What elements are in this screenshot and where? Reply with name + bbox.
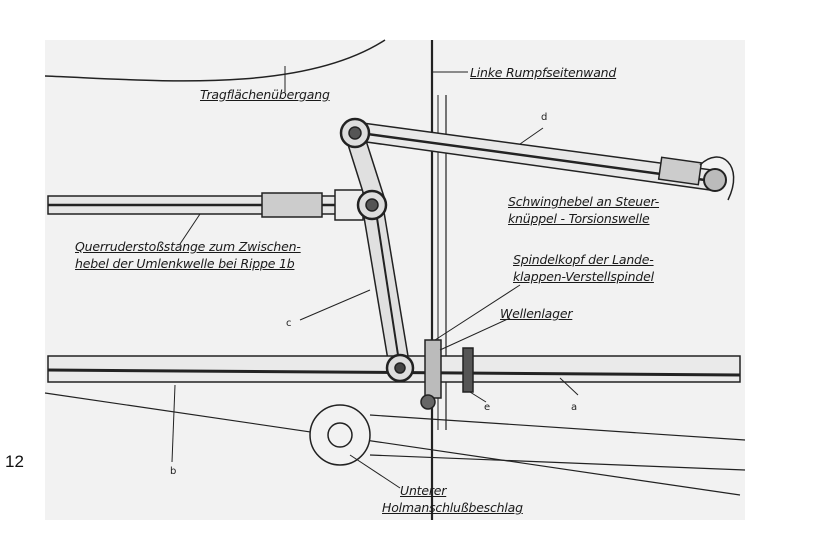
label-shaft-bearing: Wellenlager: [500, 306, 573, 321]
label-fuselage-wall: Linke Rumpfseitenwand: [470, 65, 617, 80]
page-number: 12: [5, 452, 24, 471]
wing-transition-curve: [44, 39, 386, 82]
part-letter-e: e: [484, 402, 491, 413]
part-letter-b: b: [170, 466, 177, 477]
aileron-push-rod: [47, 189, 364, 245]
rod-d: [351, 121, 735, 201]
label-aileron-rod-1: Querruderstoßstange zum Zwischen-: [75, 239, 301, 254]
label-wing-transition: Tragflächenübergang: [200, 87, 330, 102]
part-letter-d: d: [541, 112, 548, 123]
label-spindle-head-2: klappen-Verstellspindel: [513, 269, 654, 284]
part-letter-c: c: [286, 318, 292, 329]
label-rocker-lever-2: knüppel - Torsionswelle: [508, 211, 650, 226]
label-aileron-rod-2: hebel der Umlenkwelle bei Rippe 1b: [75, 256, 295, 271]
label-rocker-lever-1: Schwinghebel an Steuer-: [508, 194, 660, 209]
lower-spar-fitting: [44, 384, 746, 496]
label-spindle-head-1: Spindelkopf der Lande-: [513, 252, 654, 267]
label-spar-fitting-2: Holmanschlußbeschlag: [382, 500, 523, 515]
part-letter-a: a: [571, 402, 578, 413]
label-spar-fitting-1: Unterer: [400, 483, 447, 498]
